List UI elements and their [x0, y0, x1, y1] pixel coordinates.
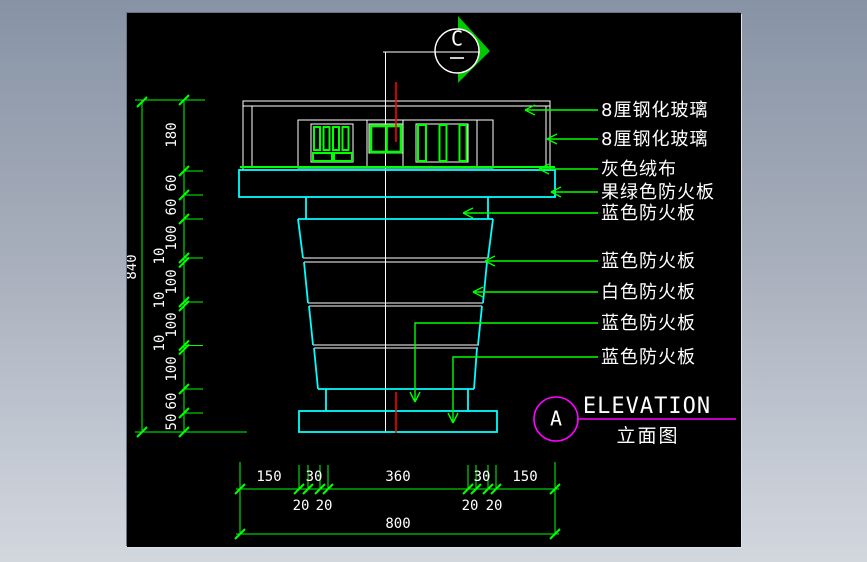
dim-bottom-150-left: 150: [256, 469, 281, 485]
dim-left-total: 840: [127, 254, 140, 279]
title-en: ELEVATION: [583, 394, 711, 419]
dim-left-6: 10: [152, 292, 168, 309]
annotation-label: 蓝色防火板: [601, 251, 696, 272]
annotation-label: 灰色绒布: [601, 159, 677, 180]
title-marker-letter: A: [550, 407, 562, 431]
dim-left-0: 180: [164, 122, 180, 147]
annotation-leaders: [409, 104, 598, 424]
dim-left-4: 10: [152, 248, 168, 265]
bottom-dimensions: 150 30 360 30 150 20 20 20 20 800: [234, 462, 561, 540]
dim-bottom-360: 360: [385, 469, 410, 485]
dim-bottom-20-b: 20: [316, 498, 333, 514]
title-cn: 立面图: [616, 425, 679, 447]
dim-left-3: 100: [164, 225, 180, 250]
dim-bottom-150-right: 150: [512, 469, 537, 485]
dim-left-8: 10: [152, 335, 168, 352]
annotation-labels: 8厘钢化玻璃 8厘钢化玻璃 灰色绒布 果绿色防火板 蓝色防火板 蓝色防火板 白色…: [601, 100, 715, 368]
dim-left-7: 100: [164, 312, 180, 337]
dim-bottom-30-right: 30: [474, 469, 491, 485]
dim-bottom-20-a: 20: [293, 498, 310, 514]
dim-left-2: 60: [164, 199, 180, 216]
dim-bottom-30-left: 30: [306, 469, 323, 485]
annotation-label: 白色防火板: [601, 282, 696, 303]
annotation-label: 果绿色防火板: [601, 182, 715, 203]
section-marker-letter: C: [451, 27, 463, 51]
annotation-label: 蓝色防火板: [601, 203, 696, 224]
glass-panels: [240, 124, 555, 168]
dim-left-1: 60: [164, 175, 180, 192]
dim-bottom-20-c: 20: [462, 498, 479, 514]
dim-bottom-20-d: 20: [486, 498, 503, 514]
dim-left-11: 50: [164, 414, 180, 431]
title-block: A ELEVATION 立面图: [533, 394, 736, 447]
dim-left-5: 100: [164, 269, 180, 294]
annotation-label: 8厘钢化玻璃: [601, 100, 708, 121]
section-marker: C: [434, 27, 480, 74]
dim-left-10: 60: [164, 393, 180, 410]
cad-viewport[interactable]: C: [127, 13, 741, 547]
elevation-drawing: C: [127, 16, 736, 540]
dim-bottom-total: 800: [385, 516, 410, 532]
counter-body-geometry: [238, 169, 556, 433]
annotation-label: 蓝色防火板: [601, 347, 696, 368]
annotation-label: 蓝色防火板: [601, 313, 696, 334]
dim-left-9: 100: [164, 356, 180, 381]
left-dimensions: 840 180 60 60 100 10 100 10 100 10 100 6…: [127, 94, 247, 438]
annotation-label: 8厘钢化玻璃: [601, 129, 708, 150]
